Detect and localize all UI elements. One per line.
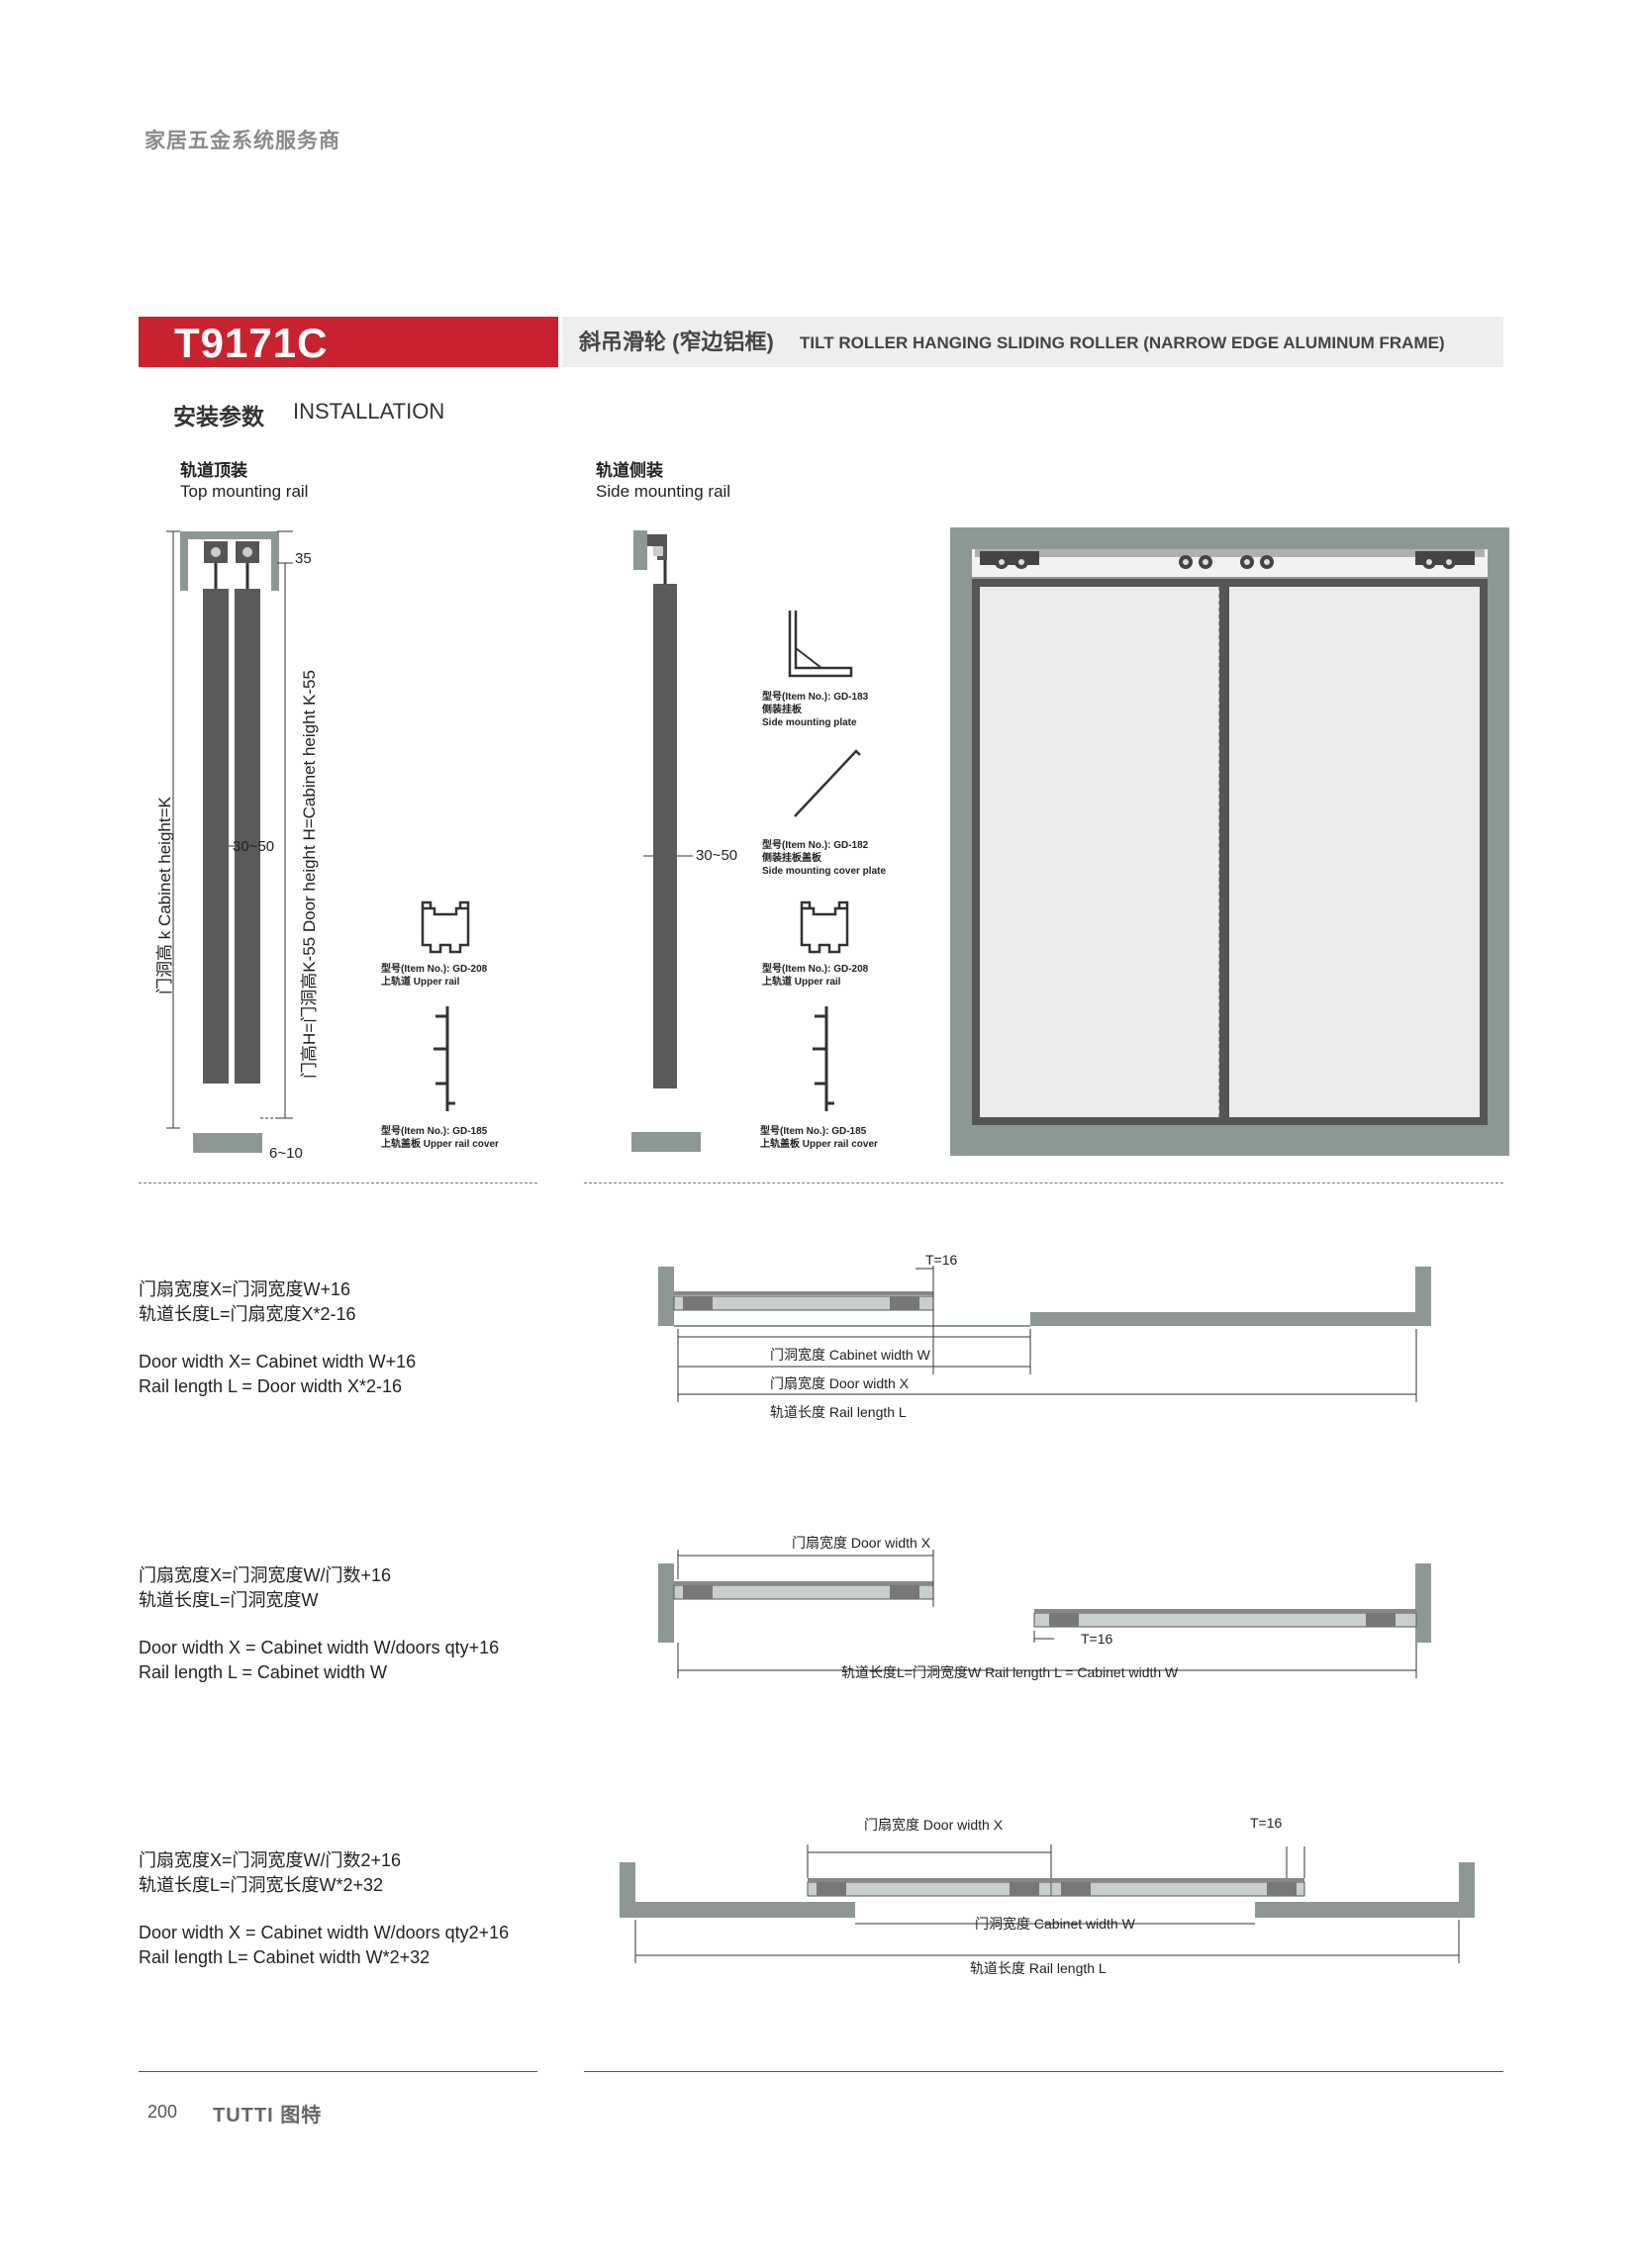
gd185-right-caption: 型号(Item No.): GD-185 上轨盖板 Upper rail cov…: [760, 1126, 878, 1150]
f3-door-width: 门扇宽度 Door width X: [864, 1817, 1004, 1833]
installation-diagram-2: [658, 1550, 1431, 1678]
f1-rail-length: 轨道长度 Rail length L: [770, 1404, 907, 1420]
upper-rail-profile-left: [421, 900, 470, 954]
company-tagline: 家居五金系统服务商: [145, 130, 340, 152]
gd182-caption: 型号(Item No.): GD-182 侧装挂板盖板 Side mountin…: [762, 840, 887, 877]
section-title-cn: 安装参数: [173, 404, 264, 429]
dim-6-10: 6~10: [269, 1145, 303, 1162]
brand-logo: TUTTI 图特: [213, 2105, 323, 2126]
f1-door-width: 门扇宽度 Door width X: [770, 1375, 910, 1391]
rail-cover-profile-left: [434, 1006, 455, 1111]
f2-rail-length: 轨道长度L=门洞宽度W Rail length L = Cabinet widt…: [841, 1664, 1179, 1680]
section-title-en: INSTALLATION: [293, 399, 445, 424]
installation-diagram-3: [620, 1844, 1475, 1963]
rail-cover-profile-right: [813, 1006, 834, 1111]
f1-t16: T=16: [925, 1252, 958, 1268]
top-mount-diagram: [166, 530, 293, 1153]
formula3-block: 门扇宽度X=门洞宽度W/门数2+16 轨道长度L=门洞宽长度W*2+32 Doo…: [139, 1850, 510, 1967]
footer-line-right: [584, 2071, 1503, 2072]
installation-diagram-1: [658, 1266, 1431, 1402]
gd208-left-caption: 型号(Item No.): GD-208 上轨道 Upper rail: [381, 964, 488, 988]
f1-cabinet-width: 门洞宽度 Cabinet width W: [770, 1347, 930, 1363]
separator-left: [139, 1182, 537, 1183]
product-title-en: TILT ROLLER HANGING SLIDING ROLLER (NARR…: [800, 333, 1445, 352]
side-mount-diagram: [631, 530, 701, 1152]
f2-door-width: 门扇宽度 Door width X: [792, 1535, 931, 1551]
upper-rail-profile-right: [800, 900, 849, 954]
title-bar: [562, 317, 1503, 367]
f3-t16: T=16: [1250, 1815, 1283, 1831]
f3-cabinet-width: 门洞宽度 Cabinet width W: [975, 1916, 1135, 1932]
model-banner: [139, 317, 558, 367]
door-height-label: 门高H=门洞高K-55 Door height H=Cabinet height…: [300, 670, 319, 1079]
gd208-right-caption: 型号(Item No.): GD-208 上轨道 Upper rail: [762, 964, 869, 988]
side-dim-gap: 30~50: [696, 847, 738, 864]
f3-rail-length: 轨道长度 Rail length L: [970, 1960, 1107, 1976]
product-title-cn: 斜吊滑轮 (窄边铝框): [579, 330, 774, 354]
page-number: 200: [147, 2102, 178, 2122]
formula1-block: 门扇宽度X=门洞宽度W+16 轨道长度L=门扇宽度X*2-16 Door wid…: [139, 1279, 417, 1396]
gd183-caption: 型号(Item No.): GD-183 侧装挂板 Side mounting …: [762, 692, 869, 728]
front-view-diagram: [950, 527, 1509, 1156]
formula2-block: 门扇宽度X=门洞宽度W/门数+16 轨道长度L=门洞宽度W Door width…: [139, 1565, 500, 1682]
gd185-left-caption: 型号(Item No.): GD-185 上轨盖板 Upper rail cov…: [381, 1126, 499, 1150]
separator-right: [584, 1182, 1503, 1183]
footer-line-left: [139, 2071, 537, 2072]
side-mount-label: 轨道侧装 Side mounting rail: [596, 461, 731, 501]
side-mounting-plate-profile: [788, 611, 853, 678]
side-cover-plate-profile: [794, 749, 861, 817]
model-number: T9171C: [174, 320, 329, 366]
f2-t16: T=16: [1081, 1631, 1113, 1647]
dim-35: 35: [295, 550, 312, 567]
dim-gap-top: 30~50: [233, 838, 275, 855]
cabinet-height-label: 门洞高 k Cabinet height=K: [155, 797, 174, 994]
top-mount-label: 轨道顶装 Top mounting rail: [180, 461, 309, 501]
